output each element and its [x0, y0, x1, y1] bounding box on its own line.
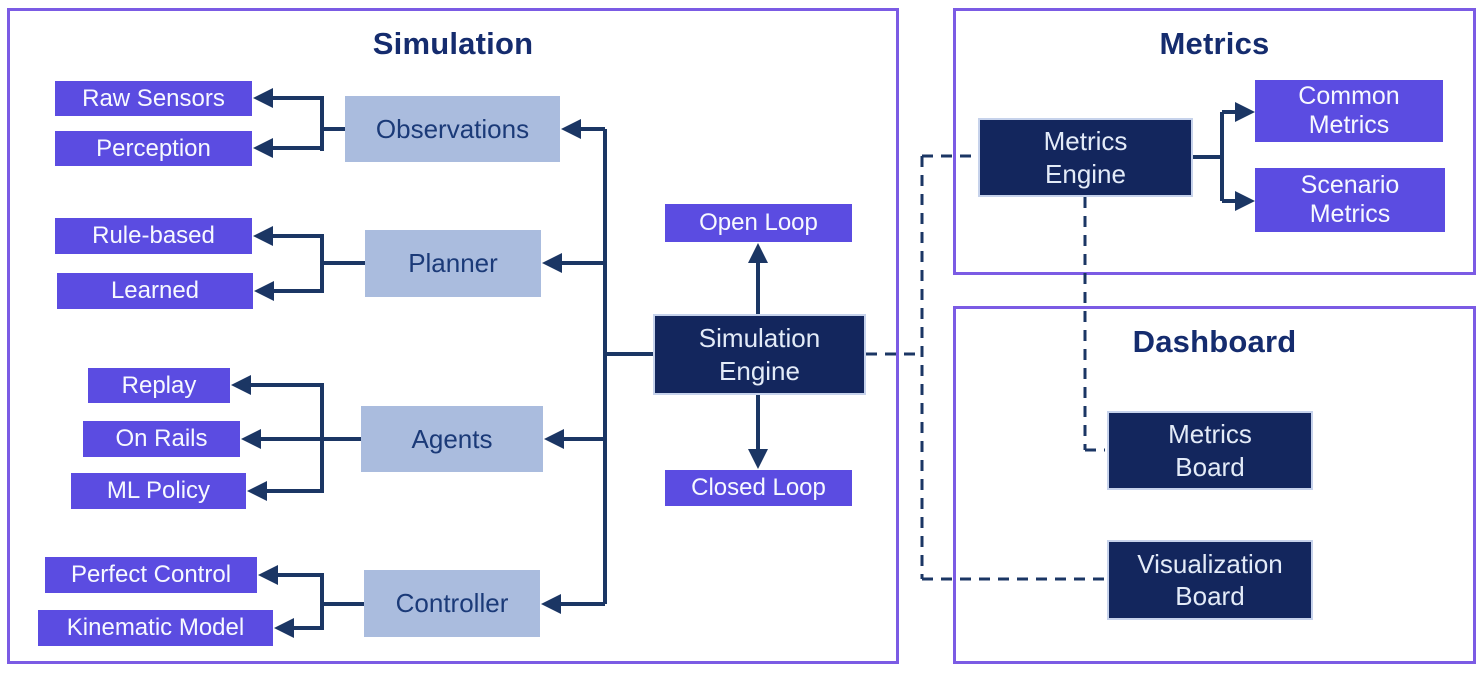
simulation-section-title: Simulation — [372, 26, 534, 61]
node-closed-loop: Closed Loop — [665, 470, 852, 506]
node-metrics-engine: Metrics Engine — [978, 118, 1193, 197]
node-replay: Replay — [88, 368, 230, 403]
simulation-engine-label-line1: Simulation — [698, 323, 821, 353]
node-planner: Planner — [365, 230, 541, 297]
metrics-board-label-line1: Metrics — [1168, 419, 1252, 449]
metrics-board-label-line2: Board — [1175, 451, 1245, 482]
node-kinematic-model: Kinematic Model — [38, 610, 273, 646]
node-observations: Observations — [345, 96, 560, 162]
visualization-board-label-line1: Visualization — [1137, 548, 1283, 579]
simulation-section-frame — [7, 8, 899, 664]
node-learned: Learned — [57, 273, 253, 309]
node-common-metrics: Common Metrics — [1255, 80, 1443, 142]
visualization-board-label-line2: Board — [1175, 581, 1245, 611]
node-visualization-board: Visualization Board — [1107, 540, 1313, 620]
node-simulation-engine: Simulation Engine — [653, 314, 866, 395]
node-scenario-metrics: Scenario Metrics — [1255, 168, 1445, 232]
dashboard-section-frame — [953, 306, 1476, 664]
metrics-section-frame — [953, 8, 1476, 275]
node-perception: Perception — [55, 131, 252, 166]
node-perfect-control: Perfect Control — [45, 557, 257, 593]
node-metrics-board: Metrics Board — [1107, 411, 1313, 490]
node-open-loop: Open Loop — [665, 204, 852, 242]
node-rule-based: Rule-based — [55, 218, 252, 254]
node-on-rails: On Rails — [83, 421, 240, 457]
metrics-engine-label-line2: Engine — [1045, 158, 1126, 189]
metrics-section-title: Metrics — [1159, 26, 1270, 61]
common-metrics-label-line1: Common — [1298, 81, 1400, 110]
common-metrics-label-line2: Metrics — [1308, 111, 1390, 139]
dashboard-section-title: Dashboard — [1132, 324, 1297, 359]
metrics-engine-label-line1: Metrics — [1043, 126, 1128, 156]
node-raw-sensors: Raw Sensors — [55, 81, 252, 116]
scenario-metrics-label-line1: Scenario — [1300, 170, 1400, 199]
node-agents: Agents — [361, 406, 543, 472]
scenario-metrics-label-line2: Metrics — [1309, 200, 1391, 228]
simulation-engine-label-line2: Engine — [719, 355, 800, 386]
node-controller: Controller — [364, 570, 540, 637]
node-ml-policy: ML Policy — [71, 473, 246, 509]
